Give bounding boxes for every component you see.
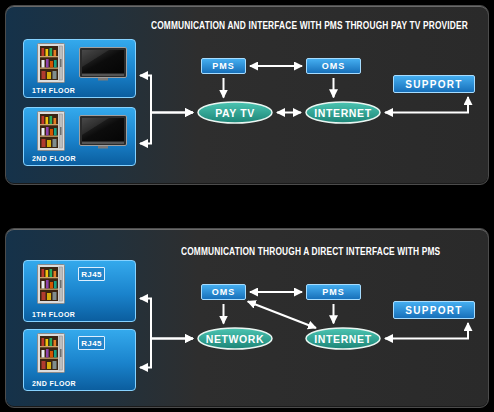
connector-arrow [385, 97, 468, 113]
system-box: SUPPORT [393, 301, 475, 319]
connector-arrow [277, 112, 301, 114]
system-label: PMS [322, 287, 345, 297]
minibar-icon [38, 265, 65, 304]
system-label: OMS [322, 61, 346, 71]
system-box: OMS [201, 284, 246, 300]
network-label: INTERNET [314, 333, 371, 345]
system-label: SUPPORT [405, 79, 462, 90]
minibar-icon [38, 334, 65, 373]
system-box: PMS [306, 284, 361, 300]
network-ellipse: PAY TV [197, 101, 273, 124]
diagram-panel: COMMUNICATION AND INTERFACE WITH PMS THR… [5, 5, 489, 185]
floor-label: 1TH FLOOR [32, 87, 75, 95]
system-box: PMS [201, 58, 246, 74]
system-label: PMS [212, 61, 235, 71]
floor-box: 2ND FLOOR [23, 107, 136, 166]
connector-arrow [250, 291, 302, 293]
floor-box: 2ND FLOOR RJ45 [23, 329, 136, 391]
connector-arrow [333, 78, 335, 97]
ellipse-shape [306, 328, 380, 349]
network-label: INTERNET [314, 107, 371, 119]
floor-label: 2ND FLOOR [32, 380, 76, 388]
connector-arrow [140, 76, 193, 113]
port-tag: RJ45 [78, 267, 105, 281]
floor-box: 1TH FLOOR [23, 39, 136, 98]
floor-label: 2ND FLOOR [32, 155, 76, 163]
system-box: SUPPORT [393, 75, 475, 93]
connector-arrow [248, 301, 316, 328]
network-label: PAY TV [215, 107, 255, 119]
system-label: OMS [212, 287, 236, 297]
tv-icon [80, 48, 127, 81]
floor-label: 1TH FLOOR [32, 311, 75, 319]
panel-title: COMMUNICATION THROUGH A DIRECT INTERFACE… [181, 245, 440, 257]
connector-arrow [385, 323, 468, 339]
floor-box: 1TH FLOOR RJ45 [23, 260, 136, 322]
connector-arrow [223, 78, 225, 98]
diagram-panel: COMMUNICATION THROUGH A DIRECT INTERFACE… [5, 228, 489, 408]
network-ellipse: INTERNET [305, 101, 381, 124]
connector-arrow [333, 304, 335, 323]
port-tag: RJ45 [78, 336, 105, 350]
minibar-icon [38, 44, 65, 83]
network-ellipse: INTERNET [305, 327, 381, 350]
network-label: NETWORK [206, 333, 264, 345]
tv-icon [80, 116, 127, 149]
connector-arrow [250, 65, 302, 67]
connector-arrow [223, 304, 225, 324]
system-box: OMS [306, 58, 361, 74]
system-label: SUPPORT [405, 305, 462, 316]
port-label: RJ45 [81, 339, 102, 348]
network-ellipse: NETWORK [197, 327, 273, 350]
connector-arrow [140, 339, 193, 368]
port-label: RJ45 [81, 270, 102, 279]
minibar-icon [38, 112, 65, 151]
ellipse-shape [306, 102, 380, 123]
panel-title: COMMUNICATION AND INTERFACE WITH PMS THR… [151, 19, 468, 31]
connector-arrow [140, 298, 193, 338]
ellipse-shape [198, 102, 272, 123]
connector-arrow [140, 113, 193, 144]
ellipse-shape [198, 328, 272, 349]
